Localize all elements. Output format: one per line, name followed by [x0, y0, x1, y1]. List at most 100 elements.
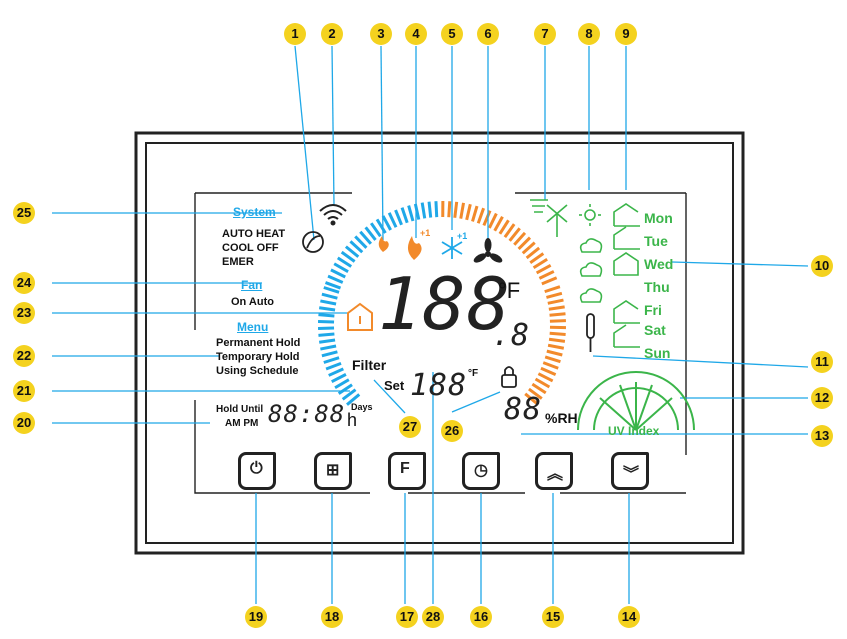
arc-segment	[534, 377, 551, 389]
flame-boost-icon	[407, 236, 422, 260]
arc-segment	[465, 203, 472, 221]
callout-1: 1	[284, 23, 306, 45]
humidity-digits: 88	[504, 392, 543, 427]
power-icon: ⏻	[250, 460, 263, 477]
arc-segment	[325, 361, 342, 371]
heat-boost-label: +1	[420, 228, 431, 238]
arc-segment	[364, 226, 377, 241]
arc-segment	[400, 207, 409, 224]
day-tue: Tue	[644, 233, 668, 249]
callout-12: 12	[811, 387, 833, 409]
arc-segment	[531, 382, 547, 395]
system-modes-row1: AUTO HEAT	[222, 228, 286, 240]
clock-button[interactable]: ◷	[462, 452, 500, 490]
menu-button[interactable]: ⊞	[314, 452, 352, 490]
callout-27: 27	[399, 416, 421, 438]
callout-7: 7	[534, 23, 556, 45]
fan-button[interactable]: F	[388, 452, 426, 490]
arc-segment	[320, 299, 337, 306]
fan-f-icon: F	[400, 460, 410, 477]
callout-20: 20	[13, 412, 35, 434]
arc-segment	[318, 332, 335, 337]
arc-segment	[340, 250, 356, 263]
system-title: System	[233, 205, 276, 219]
menu-item-temporary-hold: Temporary Hold	[216, 351, 300, 363]
arc-segment	[341, 388, 357, 401]
device-inner-frame	[145, 142, 734, 544]
arc-segment	[521, 241, 536, 255]
arc-segment	[318, 306, 336, 312]
callout-28: 28	[422, 606, 444, 628]
cool-boost-label: +1	[457, 231, 468, 241]
arc-segment	[549, 331, 566, 337]
arc-segment	[427, 201, 433, 218]
arc-segment	[549, 319, 566, 323]
callout-13: 13	[811, 425, 833, 447]
arc-segment	[331, 373, 347, 384]
menu-title: Menu	[237, 320, 269, 334]
arc-segment	[498, 219, 510, 235]
arc-segment	[524, 392, 539, 406]
arc-segment	[525, 246, 541, 260]
callout-25: 25	[13, 202, 35, 224]
humidity-unit: %RH	[545, 410, 578, 426]
arc-segment	[542, 361, 559, 370]
uv-index-label: UV Index	[608, 424, 660, 438]
arc-segment	[336, 256, 353, 268]
arc-segment	[546, 349, 563, 357]
arc-segment	[434, 201, 439, 218]
power-button[interactable]: ⏻	[238, 452, 276, 490]
main-temperature-decimal: .8	[492, 318, 531, 353]
thermometer-icon	[586, 313, 595, 352]
arc-segment	[532, 258, 548, 270]
arc-segment	[407, 205, 415, 222]
leader-lines	[52, 45, 809, 604]
day-sun: Sun	[644, 345, 671, 361]
arc-segment	[394, 209, 403, 226]
lock-icon	[501, 366, 517, 388]
arc-segment	[330, 268, 346, 279]
arc-segment	[346, 393, 361, 406]
arc-segment	[549, 312, 566, 317]
home-icon	[347, 302, 373, 331]
temperature-arc	[318, 200, 567, 406]
arc-segment	[513, 231, 527, 246]
callout-6: 6	[477, 23, 499, 45]
arc-segment	[476, 207, 486, 224]
arc-segment	[318, 338, 336, 344]
chevron-down-icon: ︾	[623, 466, 640, 483]
arc-segment	[453, 201, 459, 218]
arc-segment	[537, 372, 554, 383]
arc-segment	[349, 240, 364, 254]
am-pm-label: AM PM	[225, 418, 259, 429]
arc-segment	[487, 212, 498, 229]
callout-24: 24	[13, 272, 35, 294]
hold-until-label: Hold Until	[216, 404, 264, 415]
chevron-up-icon: ︽	[547, 466, 564, 483]
device-outer-frame	[134, 131, 745, 555]
day-mon: Mon	[644, 210, 673, 226]
arc-segment	[323, 286, 340, 294]
menu-grid-icon: ⊞	[326, 462, 340, 479]
menu-item-permanent-hold: Permanent Hold	[216, 337, 301, 349]
callout-23: 23	[13, 302, 35, 324]
arc-segment	[529, 252, 545, 264]
day-sat: Sat	[644, 322, 666, 338]
snow-icon	[579, 288, 603, 303]
callout-11: 11	[811, 351, 833, 373]
arc-segment	[548, 337, 566, 343]
wind-turbine-icon	[530, 199, 568, 237]
arc-segment	[320, 344, 337, 351]
callout-22: 22	[13, 345, 35, 367]
arc-segment	[381, 215, 392, 231]
arc-segment	[359, 230, 372, 245]
down-button[interactable]: ︾	[611, 452, 649, 490]
arc-segment	[369, 222, 382, 238]
arc-segment	[503, 223, 516, 239]
hold-days-label: Days	[351, 402, 373, 412]
hold-hours-unit: h	[347, 410, 358, 430]
up-button[interactable]: ︽	[535, 452, 573, 490]
day-schedule-icons	[613, 203, 640, 348]
